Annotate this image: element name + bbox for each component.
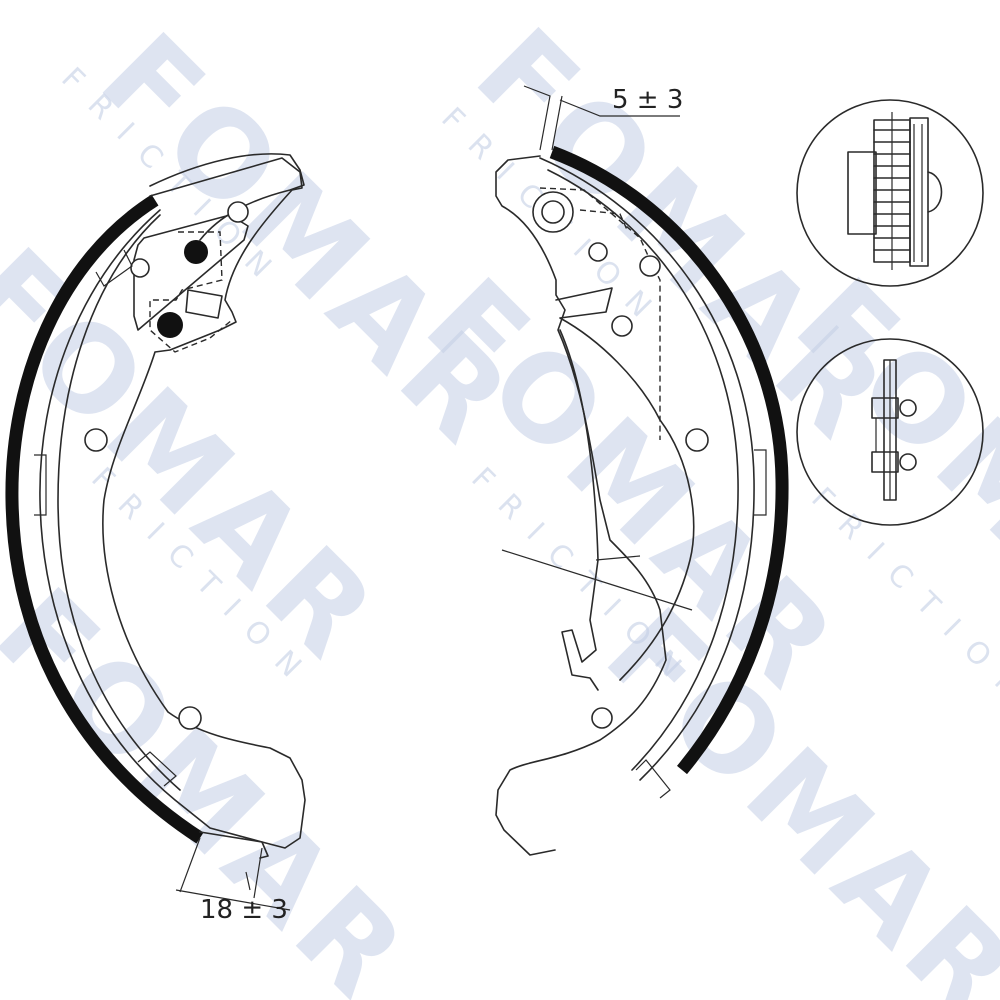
right-lever-dashed (539, 187, 661, 440)
detail-top-lines (891, 112, 923, 270)
left-dimension-lines (175, 837, 291, 911)
left-hole-top (227, 201, 249, 223)
left-lining (5, 194, 204, 844)
left-shoe-web-inner (133, 214, 249, 331)
left-rivet-upper (184, 240, 208, 264)
left-lining-tab-middle (34, 454, 47, 516)
detail-top-body (847, 151, 877, 235)
left-adjuster-tab (185, 289, 223, 319)
right-shoe-web (495, 155, 667, 856)
detail-bottom-clip-lower (871, 451, 899, 473)
left-lining-tab-upper (95, 249, 133, 287)
detail-bottom-lines (875, 360, 891, 500)
right-cross-line (501, 549, 693, 611)
right-short-line (595, 555, 641, 561)
left-brake-shoe: 18 ± 3 (5, 153, 306, 925)
right-hole-side (685, 428, 709, 452)
left-hole-lower (178, 706, 202, 730)
right-shoe-inner-web (555, 287, 695, 681)
left-lining-tab-lower (137, 751, 177, 787)
right-lining-tab-lower (635, 759, 671, 799)
detail-top-plate (909, 117, 929, 267)
right-hole-lower (591, 707, 613, 729)
right-hole-middle (611, 315, 633, 337)
left-hole-upper-left (130, 258, 150, 278)
left-shoe-web (102, 157, 306, 849)
top-gap-label: 5 ± 3 (612, 85, 683, 115)
right-lever-dashed-2 (579, 209, 629, 233)
detail-bottom-clip-upper (871, 397, 899, 419)
right-lining-tab-middle (754, 449, 767, 516)
right-dimension-lines (523, 85, 680, 151)
detail-bottom-knob-lower (899, 453, 917, 471)
watermark-brand-6: FOMAR (0, 562, 436, 1000)
detail-view-bottom (796, 338, 984, 526)
left-hole-middle (84, 428, 108, 452)
detail-bottom-circle (796, 338, 984, 526)
left-rivet-lower (157, 312, 183, 338)
right-lining (549, 145, 789, 775)
detail-top-dome (927, 171, 943, 213)
right-hole-lever (639, 255, 661, 277)
left-shoe-inner-rim (57, 214, 181, 791)
right-shoe-inner-contour (559, 329, 599, 691)
right-pivot-inner (541, 200, 565, 224)
detail-view-top (796, 99, 984, 287)
detail-top-circle (796, 99, 984, 287)
right-hole-upper (588, 242, 608, 262)
right-shoe-rim (539, 157, 755, 781)
right-brake-shoe: 5 ± 3 (495, 85, 789, 856)
bottom-gap-label: 18 ± 3 (200, 895, 288, 925)
detail-bottom-knob-upper (899, 399, 917, 417)
left-lever-dashed (149, 231, 233, 353)
